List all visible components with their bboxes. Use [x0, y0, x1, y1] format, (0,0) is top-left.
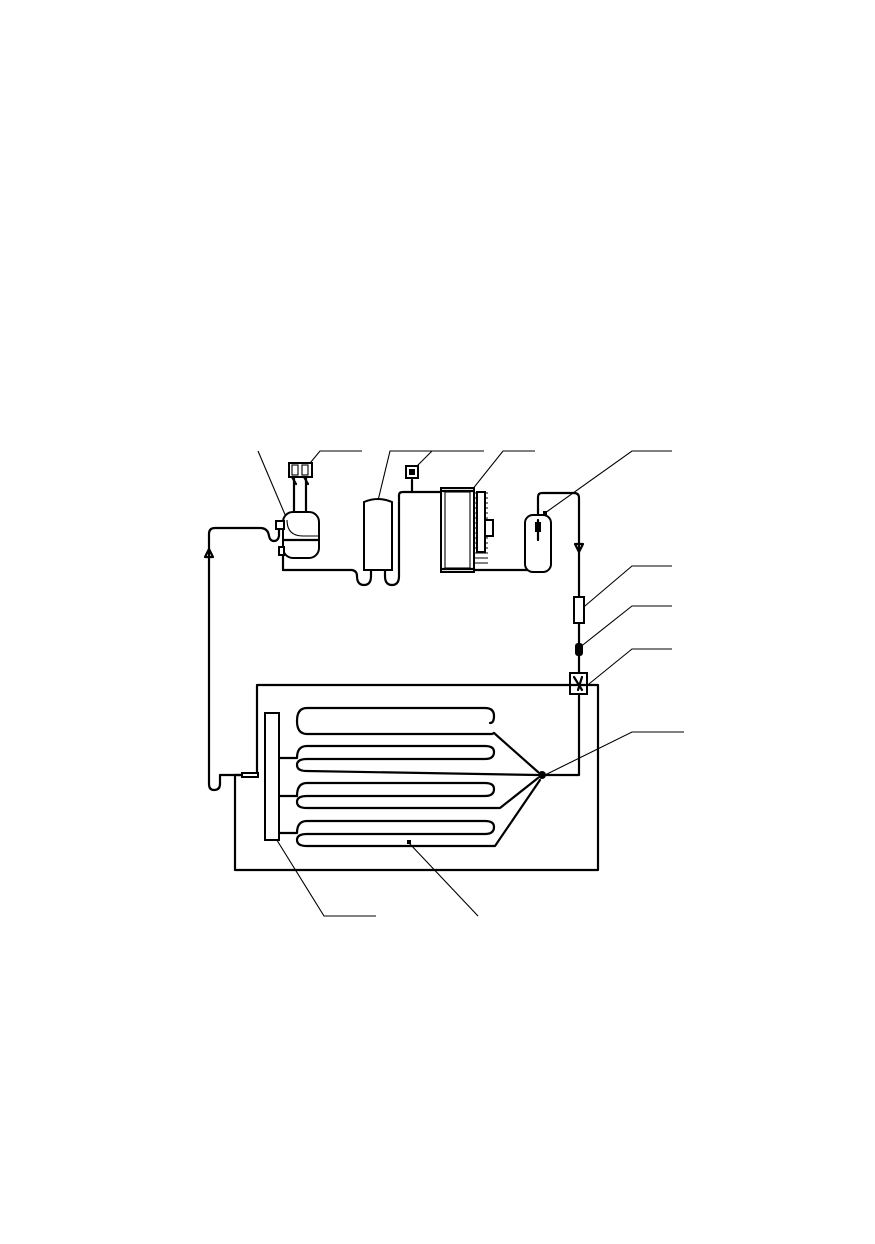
flow-arrows	[203, 542, 585, 559]
coil-pass-4	[277, 778, 542, 848]
pressure-switch	[288, 462, 313, 486]
leader-line-receiver	[544, 450, 672, 514]
filter-drier	[573, 596, 585, 624]
leader-line-expansion-valve	[583, 648, 672, 689]
leader-dot-evaporator	[407, 840, 411, 844]
leader-line-evaporator-coil	[408, 842, 479, 917]
leader-dot-receiver	[543, 511, 547, 515]
leader-line-pressure-switch	[305, 450, 362, 469]
expansion-outlet-line	[543, 692, 581, 777]
leader-line-sight-glass	[578, 605, 672, 649]
accumulator	[363, 498, 393, 571]
expansion-valve	[569, 672, 588, 695]
small-valve	[405, 465, 419, 479]
flow-arrow-suction	[203, 547, 215, 559]
header	[264, 712, 280, 841]
leader-line-accumulator	[374, 450, 432, 514]
coil-pass-1	[295, 706, 496, 736]
condenser	[439, 487, 494, 573]
coil-pass-2	[277, 744, 540, 777]
leader-line-small-valve	[412, 450, 484, 471]
discharge-line	[281, 546, 373, 587]
accumulator-to-valve-line	[383, 490, 443, 587]
evaporator-unit	[233, 683, 600, 872]
receiver	[524, 514, 552, 573]
leader-line-filter-drier	[578, 565, 672, 612]
sight-glass	[575, 643, 583, 656]
distributor-feed-top	[492, 731, 540, 774]
suction-line	[207, 526, 281, 792]
compressor	[275, 511, 321, 559]
evaporator-housing	[233, 683, 600, 872]
liquid-line	[536, 491, 581, 599]
coil-pass-3	[277, 776, 540, 810]
flow-arrow-liquid	[573, 542, 585, 554]
distributor	[538, 771, 546, 779]
leader-line-compressor	[257, 450, 290, 525]
leader-line-header	[269, 828, 376, 917]
leader-line-distributor	[544, 731, 684, 776]
